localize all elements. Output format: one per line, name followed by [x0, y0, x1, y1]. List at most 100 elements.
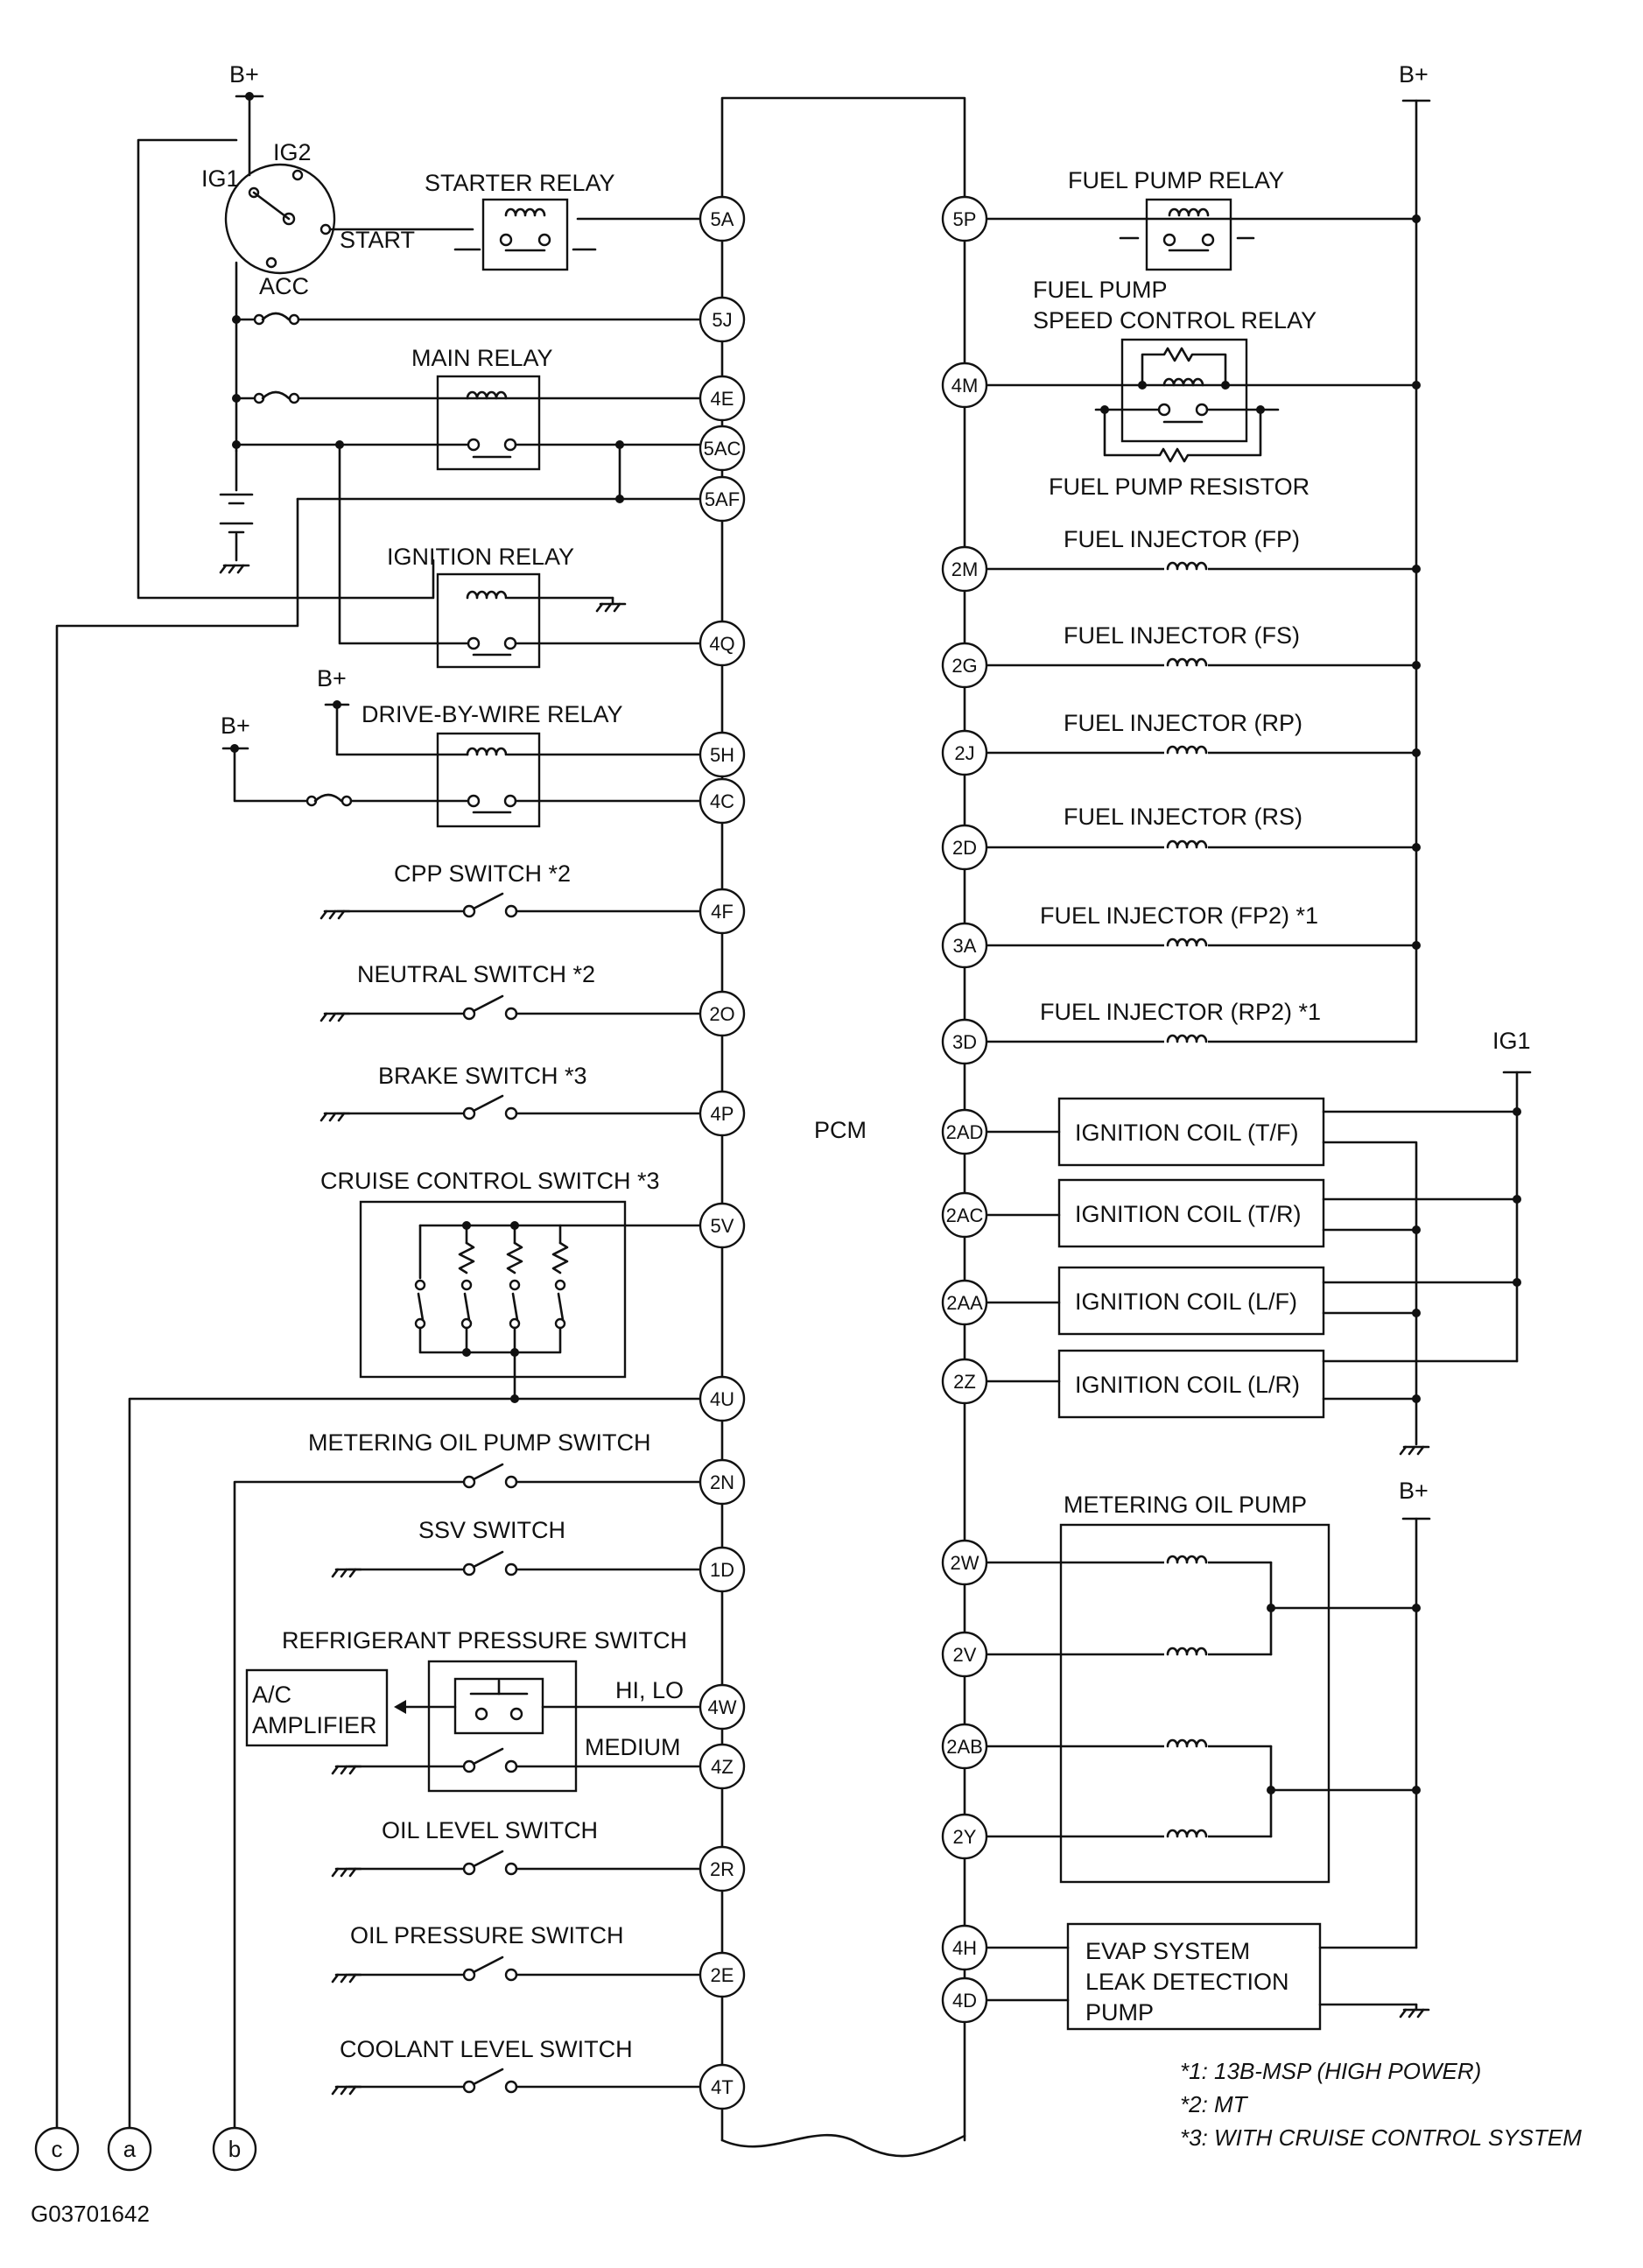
ig2-label: IG2: [273, 139, 312, 165]
cpp-switch: CPP SWITCH *2: [319, 860, 702, 920]
svg-text:SSV SWITCH: SSV SWITCH: [418, 1517, 565, 1543]
svg-text:FUEL PUMP RELAY: FUEL PUMP RELAY: [1068, 167, 1284, 193]
evap-leak-detection-pump: EVAP SYSTEM LEAK DETECTION PUMP: [985, 1922, 1430, 2031]
svg-text:IGNITION COIL (T/R): IGNITION COIL (T/R): [1075, 1201, 1302, 1227]
svg-text:4E: 4E: [711, 388, 734, 410]
svg-text:2Y: 2Y: [953, 1826, 977, 1848]
b-plus-right-top: B+: [1399, 61, 1431, 1043]
svg-text:DRIVE-BY-WIRE RELAY: DRIVE-BY-WIRE RELAY: [362, 701, 623, 727]
ignition-relay: IGNITION RELAY: [338, 443, 702, 669]
svg-text:FUEL INJECTOR (FP): FUEL INJECTOR (FP): [1064, 526, 1300, 552]
svg-text:2AA: 2AA: [946, 1292, 983, 1314]
svg-text:IGNITION RELAY: IGNITION RELAY: [387, 544, 574, 570]
svg-text:FUEL INJECTOR (RS): FUEL INJECTOR (RS): [1064, 804, 1302, 830]
svg-text:4Z: 4Z: [711, 1756, 734, 1778]
svg-text:OIL PRESSURE SWITCH: OIL PRESSURE SWITCH: [350, 1922, 624, 1949]
svg-text:SPEED CONTROL RELAY: SPEED CONTROL RELAY: [1033, 307, 1317, 334]
ssv-switch: SSV SWITCH: [331, 1517, 702, 1578]
svg-text:FUEL INJECTOR (FP2) *1: FUEL INJECTOR (FP2) *1: [1040, 902, 1318, 929]
fuse-5j: [232, 312, 702, 326]
drive-by-wire-relay: B+ DRIVE-BY-WIRE RELAY B+: [221, 665, 702, 828]
b-plus-left-top: B+: [229, 61, 264, 177]
svg-text:b: b: [228, 2136, 241, 2162]
fuel-injector-fp: FUEL INJECTOR (FP): [985, 526, 1421, 573]
svg-text:B+: B+: [221, 713, 250, 739]
svg-text:METERING OIL PUMP SWITCH: METERING OIL PUMP SWITCH: [308, 1429, 651, 1456]
ac-amplifier: A/C AMPLIFIER: [245, 1668, 389, 1747]
footnotes: *1: 13B-MSP (HIGH POWER) *2: MT *3: WITH…: [1180, 2058, 1582, 2151]
connector-c: c: [34, 2126, 80, 2172]
figure-id: G03701642: [31, 2201, 150, 2227]
svg-text:CRUISE CONTROL SWITCH *3: CRUISE CONTROL SWITCH *3: [320, 1168, 660, 1194]
svg-text:5A: 5A: [711, 208, 734, 230]
fuel-injector-fp2: FUEL INJECTOR (FP2) *1: [985, 902, 1421, 950]
svg-text:5H: 5H: [710, 744, 734, 766]
svg-text:2N: 2N: [710, 1471, 734, 1493]
svg-text:STARTER RELAY: STARTER RELAY: [425, 170, 615, 196]
svg-text:2Z: 2Z: [953, 1371, 976, 1393]
svg-text:5AC: 5AC: [704, 438, 741, 460]
fuel-injector-rp: FUEL INJECTOR (RP): [985, 710, 1421, 757]
svg-text:OIL LEVEL SWITCH: OIL LEVEL SWITCH: [382, 1817, 598, 1843]
footnote-1: *1: 13B-MSP (HIGH POWER): [1180, 2058, 1481, 2084]
svg-text:2O: 2O: [709, 1003, 734, 1025]
svg-text:4H: 4H: [952, 1937, 977, 1959]
pcm-label: PCM: [814, 1117, 867, 1143]
svg-text:4U: 4U: [710, 1388, 734, 1410]
svg-text:2W: 2W: [951, 1552, 979, 1574]
oil-pressure-switch: OIL PRESSURE SWITCH: [331, 1922, 702, 1984]
svg-text:B+: B+: [317, 665, 347, 692]
svg-text:EVAP SYSTEM: EVAP SYSTEM: [1085, 1938, 1250, 1964]
svg-text:IGNITION COIL (T/F): IGNITION COIL (T/F): [1075, 1120, 1299, 1146]
svg-text:BRAKE SWITCH *3: BRAKE SWITCH *3: [378, 1063, 587, 1089]
footnote-2: *2: MT: [1180, 2091, 1249, 2117]
fuel-injector-fs: FUEL INJECTOR (FS): [985, 622, 1421, 670]
svg-text:IGNITION COIL (L/R): IGNITION COIL (L/R): [1075, 1372, 1300, 1398]
ig1-loop-wire: [137, 138, 435, 600]
metering-oil-pump: METERING OIL PUMP B+: [985, 1478, 1431, 1949]
svg-text:c: c: [52, 2136, 63, 2162]
svg-text:2D: 2D: [952, 837, 977, 859]
svg-text:4P: 4P: [711, 1103, 734, 1125]
svg-text:4W: 4W: [708, 1696, 737, 1718]
svg-text:4F: 4F: [711, 901, 734, 923]
svg-text:CPP SWITCH *2: CPP SWITCH *2: [394, 860, 571, 887]
fuel-injector-rs: FUEL INJECTOR (RS): [985, 804, 1421, 852]
svg-text:2G: 2G: [951, 655, 977, 677]
wire-to-c: [55, 497, 299, 2129]
svg-text:5P: 5P: [953, 208, 977, 230]
svg-text:5J: 5J: [712, 309, 732, 331]
svg-text:METERING OIL PUMP: METERING OIL PUMP: [1064, 1492, 1307, 1518]
brake-switch: BRAKE SWITCH *3: [319, 1063, 702, 1122]
oil-level-switch: OIL LEVEL SWITCH: [331, 1817, 702, 1878]
svg-text:2V: 2V: [953, 1644, 977, 1666]
ignition-switch: IG2 IG1 START ACC: [201, 139, 415, 299]
wire-to-a: [128, 1397, 702, 2129]
svg-text:4Q: 4Q: [709, 633, 734, 655]
pcm-right-pins: 5P 4M 2M 2G 2J 2D 3A 3D 2AD 2AC 2AA 2Z 2…: [941, 195, 988, 2024]
svg-text:2J: 2J: [954, 742, 974, 764]
svg-text:2AB: 2AB: [946, 1736, 983, 1758]
neutral-switch: NEUTRAL SWITCH *2: [319, 961, 702, 1022]
svg-text:3A: 3A: [953, 935, 977, 957]
footnote-3: *3: WITH CRUISE CONTROL SYSTEM: [1180, 2124, 1582, 2151]
svg-text:LEAK DETECTION: LEAK DETECTION: [1085, 1969, 1289, 1995]
cruise-control-switch: CRUISE CONTROL SWITCH *3: [320, 1168, 702, 1403]
main-relay: MAIN RELAY: [232, 345, 702, 503]
svg-text:5V: 5V: [711, 1215, 734, 1237]
svg-text:FUEL PUMP RESISTOR: FUEL PUMP RESISTOR: [1049, 474, 1309, 500]
connector-a: a: [107, 2126, 152, 2172]
svg-text:FUEL INJECTOR (RP): FUEL INJECTOR (RP): [1064, 710, 1302, 736]
svg-text:IGNITION COIL (L/F): IGNITION COIL (L/F): [1075, 1288, 1297, 1315]
svg-text:AMPLIFIER: AMPLIFIER: [252, 1712, 377, 1738]
battery-symbol: [219, 449, 254, 574]
pcm-left-pins: 5A 5J 4E 5AC 5AF 4Q 5H 4C 4F 2O 4P 5V 4U…: [699, 195, 746, 2110]
svg-text:4D: 4D: [952, 1990, 977, 2012]
svg-text:B+: B+: [229, 61, 259, 88]
svg-text:FUEL INJECTOR (FS): FUEL INJECTOR (FS): [1064, 622, 1300, 649]
svg-text:REFRIGERANT PRESSURE SWITCH: REFRIGERANT PRESSURE SWITCH: [282, 1627, 687, 1654]
connector-b: b: [212, 2126, 257, 2172]
metering-oil-pump-switch: METERING OIL PUMP SWITCH: [233, 1429, 702, 2129]
svg-text:2R: 2R: [710, 1858, 734, 1880]
